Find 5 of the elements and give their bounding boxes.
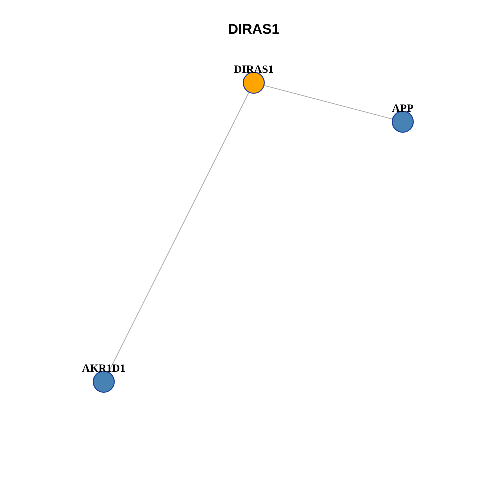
chart-title: DIRAS1 bbox=[227, 21, 281, 37]
node-label: AKR1D1 bbox=[81, 363, 127, 375]
node-label: DIRAS1 bbox=[233, 64, 275, 76]
node-label: APP bbox=[391, 103, 415, 115]
edge-line bbox=[264, 85, 393, 120]
